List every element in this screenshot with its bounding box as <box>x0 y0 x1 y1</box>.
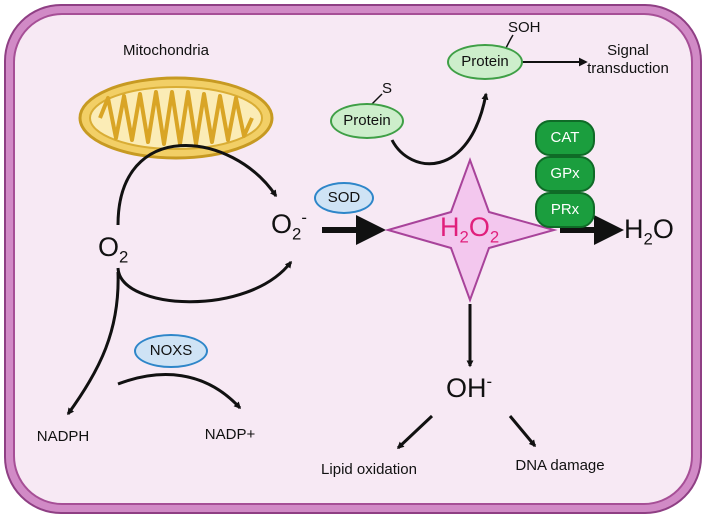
hydroxyl-to-dna-arrow <box>508 415 537 448</box>
lipid-oxidation-label: Lipid oxidation <box>321 461 417 478</box>
dna-damage-label: DNA damage <box>515 457 605 474</box>
protein-oxidized-badge: Protein <box>447 44 523 80</box>
enzyme-prx: PRx <box>535 192 595 228</box>
hydroxyl-symbol: OH <box>446 373 487 403</box>
protein-s-label: S <box>382 80 393 97</box>
hydroxyl-to-lipid-arrow <box>396 414 434 450</box>
mitochondria-label: Mitochondria <box>123 42 209 59</box>
o2-label: O2 <box>98 232 128 267</box>
h2o2-o-symbol: O <box>468 212 490 242</box>
nadph-to-nadp-arrow <box>117 373 242 410</box>
h2o2-subscript-o: 2 <box>489 227 500 247</box>
h2o2-subscript-h: 2 <box>459 227 469 247</box>
h2o2-h-symbol: H <box>440 212 460 242</box>
h2o-label: H2O <box>624 214 674 249</box>
signal-line-1: Signal <box>607 42 649 59</box>
hydroxyl-charge: - <box>486 372 493 391</box>
h2o-o-symbol: O <box>652 214 674 244</box>
enzyme-gpx: GPx <box>535 156 595 192</box>
nadph-label: NADPH <box>36 428 90 445</box>
sod-badge: SOD <box>314 182 374 214</box>
noxs-badge: NOXS <box>134 334 208 368</box>
superoxide-charge: - <box>301 208 307 227</box>
nadp-label: NADP+ <box>204 426 256 443</box>
h2o2-star-shape <box>384 157 558 303</box>
o2-to-superoxide-arrow <box>116 260 293 304</box>
h2o-h-symbol: H <box>624 214 644 244</box>
superoxide-symbol: O <box>271 209 293 239</box>
signal-line-2: transduction <box>587 60 669 77</box>
superoxide-subscript: 2 <box>292 224 302 244</box>
mitochondria-icon <box>78 76 274 160</box>
protein-reduced-badge: Protein <box>330 103 404 139</box>
h2o2-label: H2O2 <box>440 212 499 247</box>
protein-oxidation-arrow <box>390 92 489 166</box>
protein-soh-label: SOH <box>508 19 541 36</box>
mito-to-superoxide-arrow <box>116 144 278 226</box>
o2-subscript: 2 <box>119 247 129 267</box>
o2-symbol: O <box>98 232 120 262</box>
h2o-subscript: 2 <box>643 229 653 249</box>
superoxide-label: O2- <box>271 208 307 244</box>
enzyme-cat: CAT <box>535 120 595 156</box>
hydroxyl-label: OH- <box>446 372 492 404</box>
o2-to-nadph-arrow <box>66 271 120 416</box>
